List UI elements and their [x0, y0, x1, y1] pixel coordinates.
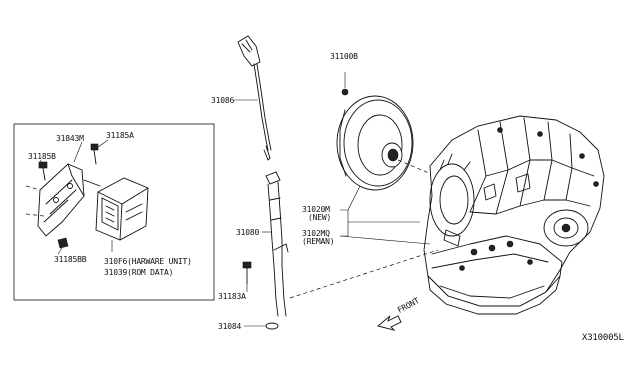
label-31080: 31080 — [236, 228, 260, 237]
front-arrow-icon — [377, 315, 402, 331]
label-31185bb: 31185BB — [54, 255, 87, 264]
label-31185b: 31185B — [28, 152, 56, 161]
dipstick-31086 — [234, 35, 272, 161]
label-310f6: 310F6(HARWARE UNIT) — [104, 257, 192, 266]
label-3102mq-note: (REMAN) — [302, 237, 335, 246]
label-31084: 31084 — [218, 322, 242, 331]
label-31020m: 31020M — [302, 205, 330, 214]
control-unit-310f6 — [95, 177, 149, 252]
torque-converter — [336, 72, 437, 191]
label-31185a: 31185A — [106, 131, 134, 140]
leader-31843m — [73, 141, 83, 163]
bolt-31185b — [38, 159, 48, 181]
control-unit-inset-box — [13, 123, 215, 301]
label-31020m-note: (NEW) — [308, 213, 332, 222]
bracket-31843m — [25, 163, 101, 237]
label-31100b: 31100B — [330, 52, 358, 61]
label-31183a: 31183A — [218, 292, 246, 301]
diagram-code: X310005L — [582, 333, 624, 343]
label-3102mq: 3102MQ — [302, 229, 330, 238]
tube-to-transmission-line — [289, 249, 439, 299]
filler-tube-31080 — [262, 171, 289, 317]
label-31039: 31039(ROM DATA) — [104, 268, 174, 277]
leader-to-converter — [347, 185, 361, 211]
leader-31020m — [340, 209, 420, 237]
leader-3102mq — [339, 235, 431, 245]
bolt-31183a — [242, 261, 252, 292]
transmission-assembly — [423, 115, 605, 315]
nut-31185bb — [57, 237, 69, 255]
label-31086: 31086 — [211, 96, 235, 105]
o-ring-31084 — [244, 322, 279, 330]
bolt-31185a — [90, 139, 109, 165]
label-31843m: 31843M — [56, 134, 84, 143]
